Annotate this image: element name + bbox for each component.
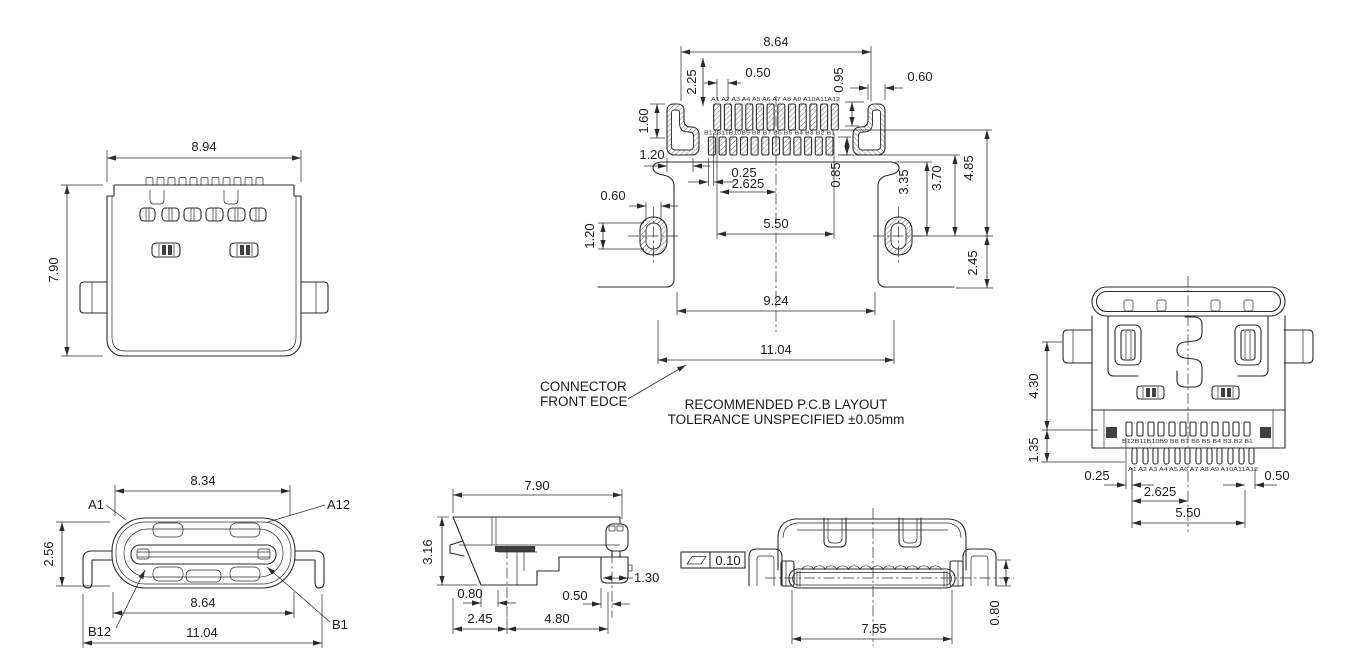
dim-shell-height: 2.56 (41, 541, 56, 566)
dim-row-offset: 0.25 (731, 165, 756, 180)
dim-bottom-center-a1: 2.625 (1144, 484, 1177, 499)
label-pin-a12: A12 (327, 497, 350, 512)
dim-lead-width: 1.30 (634, 570, 659, 585)
dim-pad-pitch: 0.50 (745, 65, 770, 80)
note-line2: TOLERANCE UNSPECIFIED ±0.05mm (668, 412, 905, 427)
view-rear: 8.94 7.90 (46, 139, 329, 357)
dim-slot-foot: 1.20 (639, 147, 664, 162)
dim-rear-width: 8.94 (191, 139, 216, 154)
dim-seg-rear: 4.80 (544, 611, 569, 626)
bottom-pin-labels-a: A1 A2 A3 A4 A5 A6 A7 A8 A9 A10A11A12 (1128, 467, 1258, 473)
latch-left (1107, 315, 1142, 377)
shield-slot-right (852, 103, 886, 156)
dim-bottom-row-offset: 0.25 (1084, 468, 1109, 483)
side-tab-right (1283, 329, 1314, 364)
shield-slot-left (666, 103, 700, 156)
dim-body-height: 4.30 (1026, 373, 1041, 398)
dim-flatness: 0.10 (715, 553, 740, 568)
dim-rear-height: 7.90 (46, 257, 61, 282)
note-line1: RECOMMENDED P.C.B LAYOUT (685, 397, 888, 412)
dim-seg-front: 2.45 (467, 611, 492, 626)
label-pin-a1: A1 (88, 497, 104, 512)
dim-contact-zone: 1.35 (1026, 437, 1041, 462)
dim-front-overall: 11.04 (186, 625, 218, 640)
dim-pad-a-length: 2.25 (684, 69, 699, 94)
tongue (130, 544, 277, 565)
rear-small-slots (139, 207, 267, 222)
view-rear-elevation: 0.10 7.55 0.80 (680, 508, 1014, 646)
dim-depth: 7.90 (524, 478, 549, 493)
flatness-frame: 0.10 (680, 551, 746, 569)
pads-row-b (707, 136, 834, 156)
bottom-pin-labels-b: B12B11B10B9 B8 B7 B6 B5 B4 B3 B2 B1 (1122, 439, 1253, 445)
view-side: 7.90 3.16 1.30 0.80 0.50 2.45 4.80 (420, 478, 659, 634)
dim-center-a1: 2.625 (732, 176, 765, 191)
leads-row-a (1131, 447, 1255, 465)
dim-pads-width: 8.64 (763, 34, 788, 49)
castellation-teeth (145, 177, 264, 185)
view-front: A1 A12 B12 B1 8.34 2.56 8.64 11.04 (41, 473, 350, 648)
view-bottom: B12B11B10B9 B8 B7 B6 B5 B4 B3 B2 B1 A1 A… (1026, 276, 1314, 532)
dim-slot-height: 1.60 (636, 108, 651, 133)
dim-inner-width: 8.64 (190, 595, 215, 610)
dim-oval-span: 9.24 (763, 293, 788, 308)
dim-oval-width: 0.60 (600, 188, 625, 203)
callout-front-edge-line1: CONNECTOR (540, 379, 627, 394)
dim-shield-width: 7.55 (861, 621, 886, 636)
pcb-pin-labels-b: B12B11B10B9 B8 B7 B6 B5 B4 B3 B2 B1 (704, 131, 835, 137)
dim-lead-span: 5.50 (763, 216, 788, 231)
dim-oval-height: 1.20 (582, 223, 597, 248)
label-pin-b12: B12 (88, 624, 111, 639)
dim-slot-width: 0.60 (907, 69, 932, 84)
pcb-pin-labels-a: A1 A2 A3 A4 A5 A6 A7 A8 A9 A10A11A12 (711, 97, 840, 103)
callout-front-edge-line2: FRONT EDCE (540, 394, 628, 409)
dim-height: 3.16 (420, 539, 435, 564)
dim-edge-b: 3.70 (929, 165, 944, 190)
dim-offset-a: 0.80 (457, 586, 482, 601)
view-pcb-layout: A1 A2 A3 A4 A5 A6 A7 A8 A9 A10A11A12 B12… (540, 34, 993, 427)
dim-edge-oval: 3.35 (896, 169, 911, 194)
dim-bottom-lead-span: 5.50 (1175, 505, 1200, 520)
contacts-row-b (1125, 421, 1251, 437)
dim-bottom-end-offset: 0.50 (1264, 468, 1289, 483)
dim-pad-b-length: 0.85 (828, 162, 843, 187)
oval-hole-left (628, 207, 679, 265)
oval-hole-right (873, 207, 924, 265)
dim-shell-width: 8.34 (190, 473, 215, 488)
dim-overall-width: 11.04 (760, 342, 792, 357)
dim-offset-b: 0.50 (562, 588, 587, 603)
flatness-icon (686, 556, 707, 565)
dim-lead-height: 0.80 (987, 600, 1002, 625)
rear-wide-slots (151, 242, 259, 258)
center-spring-cutout (1176, 316, 1203, 388)
side-tab-left (1062, 329, 1093, 364)
dim-edge-a: 4.85 (961, 155, 976, 180)
label-pin-b1: B1 (332, 617, 348, 632)
dim-oval-rear: 2.45 (965, 250, 980, 275)
pads-row-a (713, 103, 839, 131)
latch-right (1234, 315, 1269, 377)
dim-slot-step: 0.95 (831, 67, 846, 92)
